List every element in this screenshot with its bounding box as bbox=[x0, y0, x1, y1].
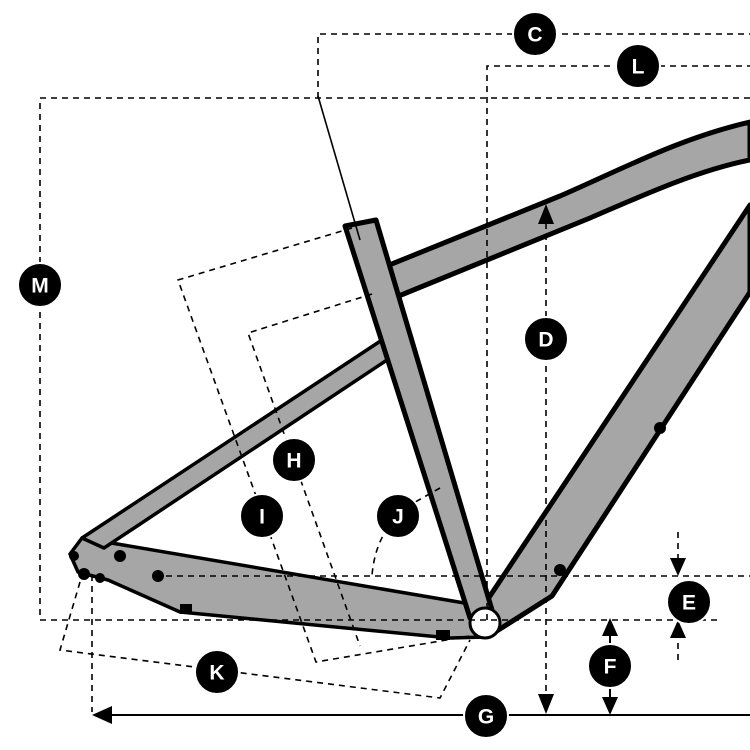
measurement-lines bbox=[39, 33, 750, 724]
chain-stay bbox=[68, 536, 488, 640]
badge-i: I bbox=[239, 493, 285, 539]
badge-j-label: J bbox=[392, 506, 404, 529]
badge-f-label: F bbox=[604, 656, 617, 679]
dropout-bump bbox=[114, 550, 126, 562]
arrowhead-up-d bbox=[538, 204, 554, 224]
arrowhead-up-e bbox=[670, 620, 686, 638]
arrowhead-left bbox=[92, 706, 112, 724]
arrowhead-up-f bbox=[602, 618, 618, 636]
bottle-mount bbox=[554, 564, 566, 576]
measure-line-k bbox=[58, 581, 471, 699]
cable-guide bbox=[180, 604, 192, 614]
bottle-mount bbox=[654, 422, 666, 434]
dimension-arrows bbox=[538, 204, 686, 715]
arrowhead-down-f bbox=[602, 697, 618, 715]
badge-l-label: L bbox=[632, 56, 645, 79]
badge-i-label: I bbox=[259, 506, 265, 529]
badge-g: G bbox=[463, 693, 509, 739]
measure-line-c bbox=[317, 33, 750, 98]
bike-frame bbox=[68, 119, 750, 640]
badge-e: E bbox=[666, 579, 712, 625]
measure-line-m bbox=[39, 97, 750, 621]
arrowhead-down-d bbox=[538, 694, 554, 714]
dropout-bump bbox=[78, 568, 90, 580]
badge-f: F bbox=[587, 643, 633, 689]
badge-e-label: E bbox=[682, 592, 696, 615]
seat-stay bbox=[80, 338, 392, 550]
badge-c: C bbox=[512, 11, 558, 57]
badge-h: H bbox=[271, 437, 317, 483]
badge-c-label: C bbox=[527, 24, 542, 47]
cable-guide bbox=[436, 630, 450, 640]
badge-g-label: G bbox=[478, 706, 494, 729]
measure-line-l bbox=[486, 65, 750, 620]
measure-line-i bbox=[176, 227, 471, 663]
arrowhead-down-e bbox=[670, 558, 686, 576]
badge-j: J bbox=[375, 493, 421, 539]
dropout-bump bbox=[95, 573, 105, 583]
badge-k-label: K bbox=[209, 662, 224, 685]
dropout-bump bbox=[69, 551, 79, 561]
badge-m-label: M bbox=[31, 275, 49, 298]
badge-m: M bbox=[17, 262, 63, 308]
badge-h-label: H bbox=[286, 450, 301, 473]
seat-angle-line bbox=[317, 95, 361, 241]
badge-d-label: D bbox=[538, 329, 553, 352]
top-tube bbox=[369, 119, 750, 305]
badge-l: L bbox=[615, 43, 661, 89]
bottom-bracket bbox=[468, 606, 502, 640]
badge-k: K bbox=[194, 649, 240, 695]
badge-d: D bbox=[523, 316, 569, 362]
down-tube bbox=[479, 202, 750, 637]
